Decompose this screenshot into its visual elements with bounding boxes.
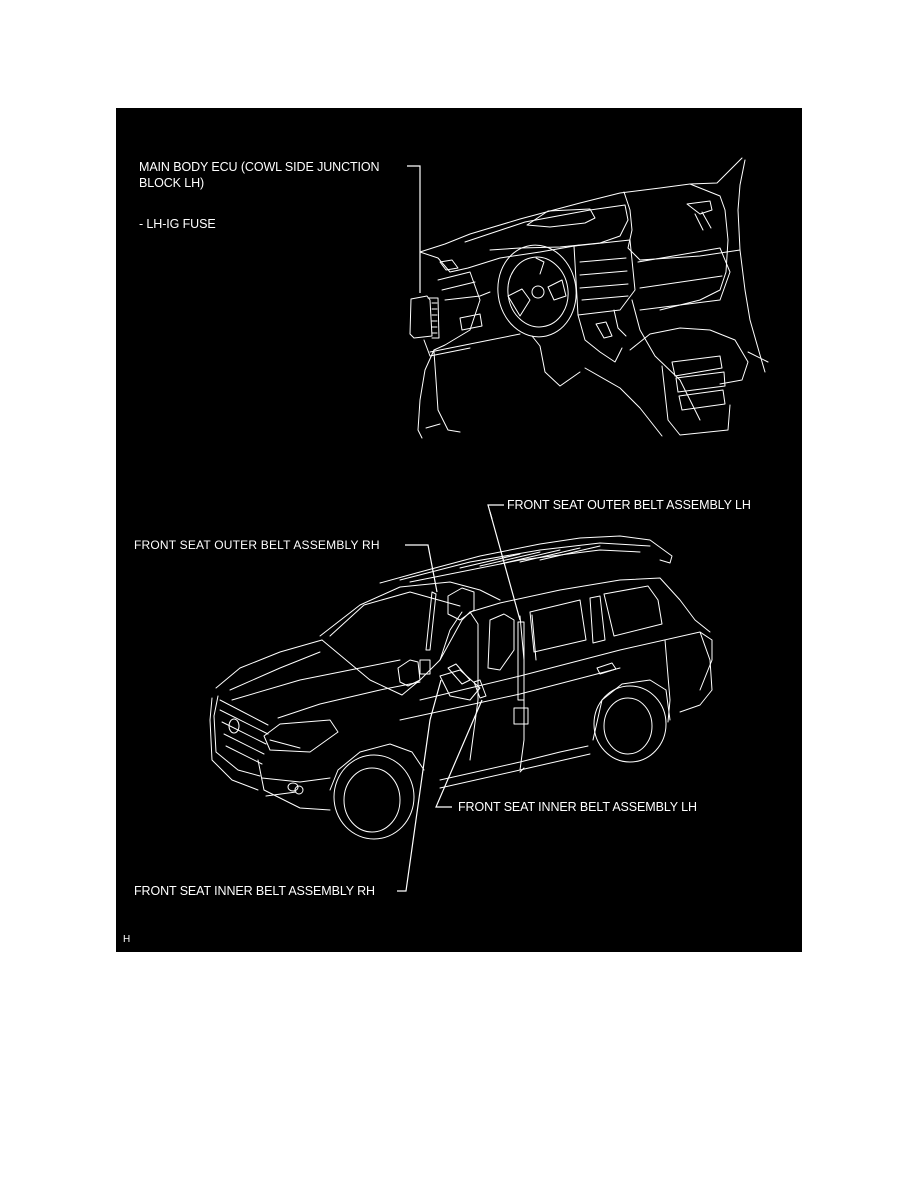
callout-front-seat-inner-belt-rh: FRONT SEAT INNER BELT ASSEMBLY RH: [134, 884, 375, 898]
dashboard-illustration: [407, 157, 769, 439]
callout-main-body-ecu-line2: BLOCK LH): [139, 176, 205, 190]
callout-lh-ig-fuse: - LH-IG FUSE: [139, 217, 216, 231]
corner-mark: H: [123, 934, 131, 945]
callout-main-body-ecu-line1: MAIN BODY ECU (COWL SIDE JUNCTION: [139, 160, 380, 174]
callout-front-seat-outer-belt-lh: FRONT SEAT OUTER BELT ASSEMBLY LH: [507, 498, 751, 512]
callout-front-seat-outer-belt-rh: FRONT SEAT OUTER BELT ASSEMBLY RH: [134, 538, 380, 552]
diagram-panel: [116, 108, 802, 952]
callout-front-seat-inner-belt-lh: FRONT SEAT INNER BELT ASSEMBLY LH: [458, 800, 697, 814]
ecu-junction-block-icon: [409, 295, 440, 339]
vehicle-illustration: [209, 504, 713, 892]
